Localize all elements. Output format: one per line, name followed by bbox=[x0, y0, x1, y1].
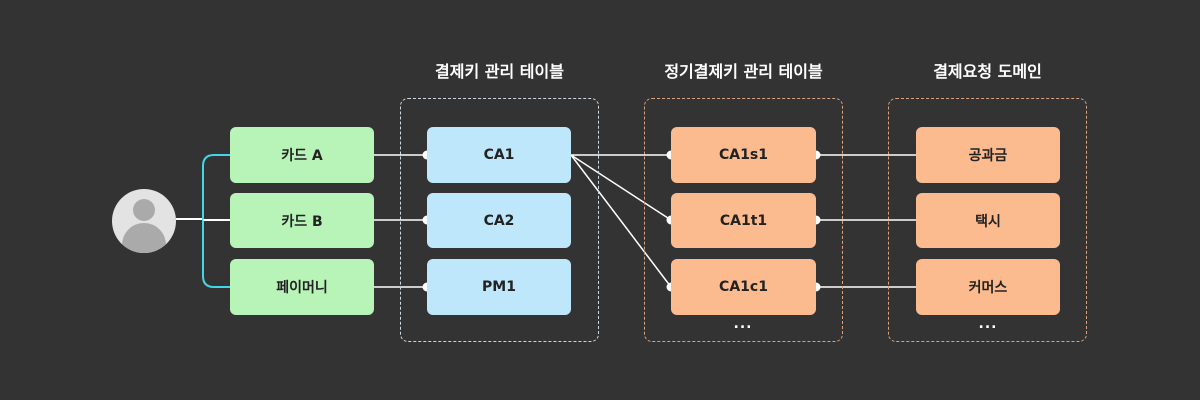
method-card-a: 카드 A bbox=[230, 127, 374, 183]
recurring-more-ellipsis: ... bbox=[733, 316, 753, 332]
recurring-table-title: 정기결제키 관리 테이블 bbox=[664, 62, 823, 81]
domain-group bbox=[888, 98, 1087, 342]
avatar-body bbox=[122, 223, 166, 253]
domain-commerce: 커머스 bbox=[916, 259, 1060, 315]
method-card-b: 카드 B bbox=[230, 193, 374, 248]
avatar-head bbox=[133, 199, 155, 221]
recurring-table-group bbox=[644, 98, 843, 342]
recurring-key-ca1s1: CA1s1 bbox=[671, 127, 816, 183]
paykey-table-group bbox=[400, 98, 599, 342]
domain-title: 결제요청 도메인 bbox=[933, 62, 1042, 81]
paykey-table-title: 결제키 관리 테이블 bbox=[435, 62, 564, 81]
paykey-pm1: PM1 bbox=[427, 259, 571, 315]
domain-more-ellipsis: ... bbox=[978, 316, 998, 332]
paykey-ca1: CA1 bbox=[427, 127, 571, 183]
paykey-ca2: CA2 bbox=[427, 193, 571, 248]
user-avatar-icon bbox=[112, 189, 176, 253]
recurring-key-ca1c1: CA1c1 bbox=[671, 259, 816, 315]
domain-public-utilities: 공과금 bbox=[916, 127, 1060, 183]
connector-ca1-to-ca1t1 bbox=[570, 154, 672, 221]
connector-ca1-to-ca1c1 bbox=[570, 154, 672, 288]
method-paymoney: 페이머니 bbox=[230, 259, 374, 315]
domain-taxi: 택시 bbox=[916, 193, 1060, 248]
recurring-key-ca1t1: CA1t1 bbox=[671, 193, 816, 248]
